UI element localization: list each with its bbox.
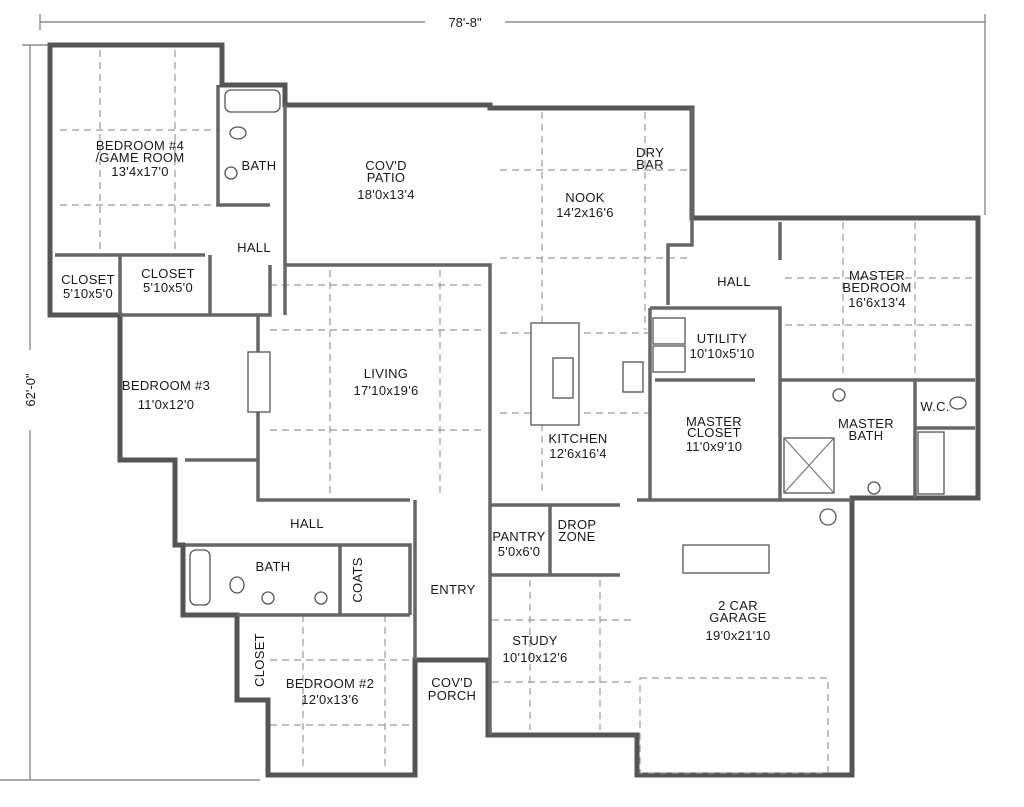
svg-text:11'0x9'10: 11'0x9'10 xyxy=(686,439,743,454)
room-pantry: PANTRY 5'0x6'0 xyxy=(492,529,545,559)
svg-text:14'2x16'6: 14'2x16'6 xyxy=(556,205,614,220)
svg-text:5'10x5'0: 5'10x5'0 xyxy=(143,280,193,295)
svg-text:5'0x6'0: 5'0x6'0 xyxy=(498,544,540,559)
bathtub-icon xyxy=(189,549,211,606)
room-bedroom3: BEDROOM #3 11'0x12'0 xyxy=(122,378,210,412)
svg-text:BAR: BAR xyxy=(636,157,664,172)
svg-text:BEDROOM #4: BEDROOM #4 xyxy=(96,138,184,153)
bathtub-icon xyxy=(224,89,281,113)
svg-text:10'10x12'6: 10'10x12'6 xyxy=(502,650,567,665)
svg-text:PORCH: PORCH xyxy=(428,688,476,703)
depth-dimension-line: 62'-0" xyxy=(0,44,260,781)
room-closet-b: CLOSET 5'10x5'0 xyxy=(141,266,195,295)
sink-icon xyxy=(314,591,328,605)
room-entry: ENTRY xyxy=(430,582,475,597)
room-hall-lower: HALL xyxy=(290,516,324,531)
room-nook: NOOK 14'2x16'6 xyxy=(556,190,614,220)
svg-text:MASTER: MASTER xyxy=(849,268,905,283)
room-hall-master: HALL xyxy=(717,274,751,289)
width-dimension-line: 78'-8" xyxy=(39,14,986,215)
width-dimension: 78'-8" xyxy=(448,15,482,30)
svg-text:BEDROOM #2: BEDROOM #2 xyxy=(286,676,374,691)
room-drop-zone: DROP ZONE xyxy=(558,517,597,544)
svg-text:2 CAR: 2 CAR xyxy=(718,598,758,613)
washer-icon xyxy=(652,317,686,345)
toilet-icon xyxy=(229,576,245,594)
room-master-closet: MASTER CLOSET 11'0x9'10 xyxy=(686,414,743,454)
room-bath-upper: BATH xyxy=(242,158,277,173)
svg-text:13'4x17'0: 13'4x17'0 xyxy=(111,164,169,179)
svg-text:PATIO: PATIO xyxy=(367,170,406,185)
fireplace-icon xyxy=(247,351,271,413)
sink-icon xyxy=(261,591,275,605)
svg-text:MASTER: MASTER xyxy=(838,416,894,431)
sink-icon xyxy=(224,166,238,180)
garage-door xyxy=(639,677,829,774)
svg-text:12'0x13'6: 12'0x13'6 xyxy=(301,692,359,707)
svg-text:DROP: DROP xyxy=(558,517,597,532)
svg-text:18'0x13'4: 18'0x13'4 xyxy=(357,187,415,202)
kitchen-sink-icon xyxy=(552,357,574,399)
svg-text:12'6x16'4: 12'6x16'4 xyxy=(549,446,607,461)
svg-text:CLOSET: CLOSET xyxy=(61,272,115,287)
toilet-icon xyxy=(949,396,967,410)
svg-text:UTILITY: UTILITY xyxy=(697,331,748,346)
room-living: LIVING 17'10x19'6 xyxy=(353,366,418,398)
room-closet-c: CLOSET xyxy=(252,633,267,687)
range-icon xyxy=(622,361,644,393)
svg-text:NOOK: NOOK xyxy=(565,190,605,205)
room-master-bath: MASTER BATH xyxy=(838,416,894,443)
room-garage: 2 CAR GARAGE 19'0x21'10 xyxy=(705,598,770,643)
svg-text:17'10x19'6: 17'10x19'6 xyxy=(353,383,418,398)
room-bath-lower: BATH xyxy=(256,559,291,574)
room-covd-patio: COV'D PATIO 18'0x13'4 xyxy=(357,158,415,202)
svg-text:DRY: DRY xyxy=(636,145,664,160)
room-kitchen: KITCHEN 12'6x16'4 xyxy=(548,431,607,461)
room-covd-porch: COV'D PORCH xyxy=(428,675,476,703)
sink-icon xyxy=(867,481,881,495)
svg-text:5'10x5'0: 5'10x5'0 xyxy=(63,286,113,301)
svg-text:CLOSET: CLOSET xyxy=(687,425,741,440)
svg-text:COV'D: COV'D xyxy=(431,675,473,690)
room-coats: COATS xyxy=(350,557,365,602)
svg-text:CLOSET: CLOSET xyxy=(141,266,195,281)
room-bedroom4: BEDROOM #4 /GAME ROOM 13'4x17'0 xyxy=(96,138,185,179)
svg-text:BEDROOM: BEDROOM xyxy=(842,280,911,295)
svg-text:11'0x12'0: 11'0x12'0 xyxy=(138,397,195,412)
sink-icon xyxy=(832,388,846,402)
svg-text:/GAME ROOM: /GAME ROOM xyxy=(96,150,185,165)
svg-text:16'6x13'4: 16'6x13'4 xyxy=(848,295,906,310)
depth-dimension: 62'-0" xyxy=(23,373,38,407)
room-closet-a: CLOSET 5'10x5'0 xyxy=(61,272,115,301)
room-utility: UTILITY 10'10x5'10 xyxy=(689,331,754,361)
svg-text:ZONE: ZONE xyxy=(558,529,595,544)
fixtures xyxy=(189,89,967,774)
room-dry-bar: DRY BAR xyxy=(636,145,664,172)
svg-text:10'10x5'10: 10'10x5'10 xyxy=(689,346,754,361)
ceiling-lines xyxy=(60,50,975,770)
room-master-bedroom: MASTER BEDROOM 16'6x13'4 xyxy=(842,268,911,310)
svg-text:LIVING: LIVING xyxy=(364,366,408,381)
svg-text:MASTER: MASTER xyxy=(686,414,742,429)
room-bedroom2: BEDROOM #2 12'0x13'6 xyxy=(286,676,374,707)
bathtub-icon xyxy=(917,431,945,495)
svg-text:KITCHEN: KITCHEN xyxy=(548,431,607,446)
room-wc: W.C. xyxy=(920,399,949,414)
room-hall-upper: HALL xyxy=(237,240,271,255)
svg-text:PANTRY: PANTRY xyxy=(492,529,545,544)
toilet-icon xyxy=(229,126,247,140)
svg-text:BEDROOM #3: BEDROOM #3 xyxy=(122,378,210,393)
svg-text:19'0x21'10: 19'0x21'10 xyxy=(705,628,770,643)
svg-text:GARAGE: GARAGE xyxy=(709,610,766,625)
garage-storage xyxy=(682,544,770,574)
exterior-wall xyxy=(47,42,981,778)
water-heater-icon xyxy=(819,508,837,526)
room-study: STUDY 10'10x12'6 xyxy=(502,633,567,665)
svg-text:BATH: BATH xyxy=(849,428,884,443)
dryer-icon xyxy=(652,345,686,373)
svg-text:COV'D: COV'D xyxy=(365,158,407,173)
svg-text:STUDY: STUDY xyxy=(512,633,558,648)
interior-walls xyxy=(55,85,975,735)
